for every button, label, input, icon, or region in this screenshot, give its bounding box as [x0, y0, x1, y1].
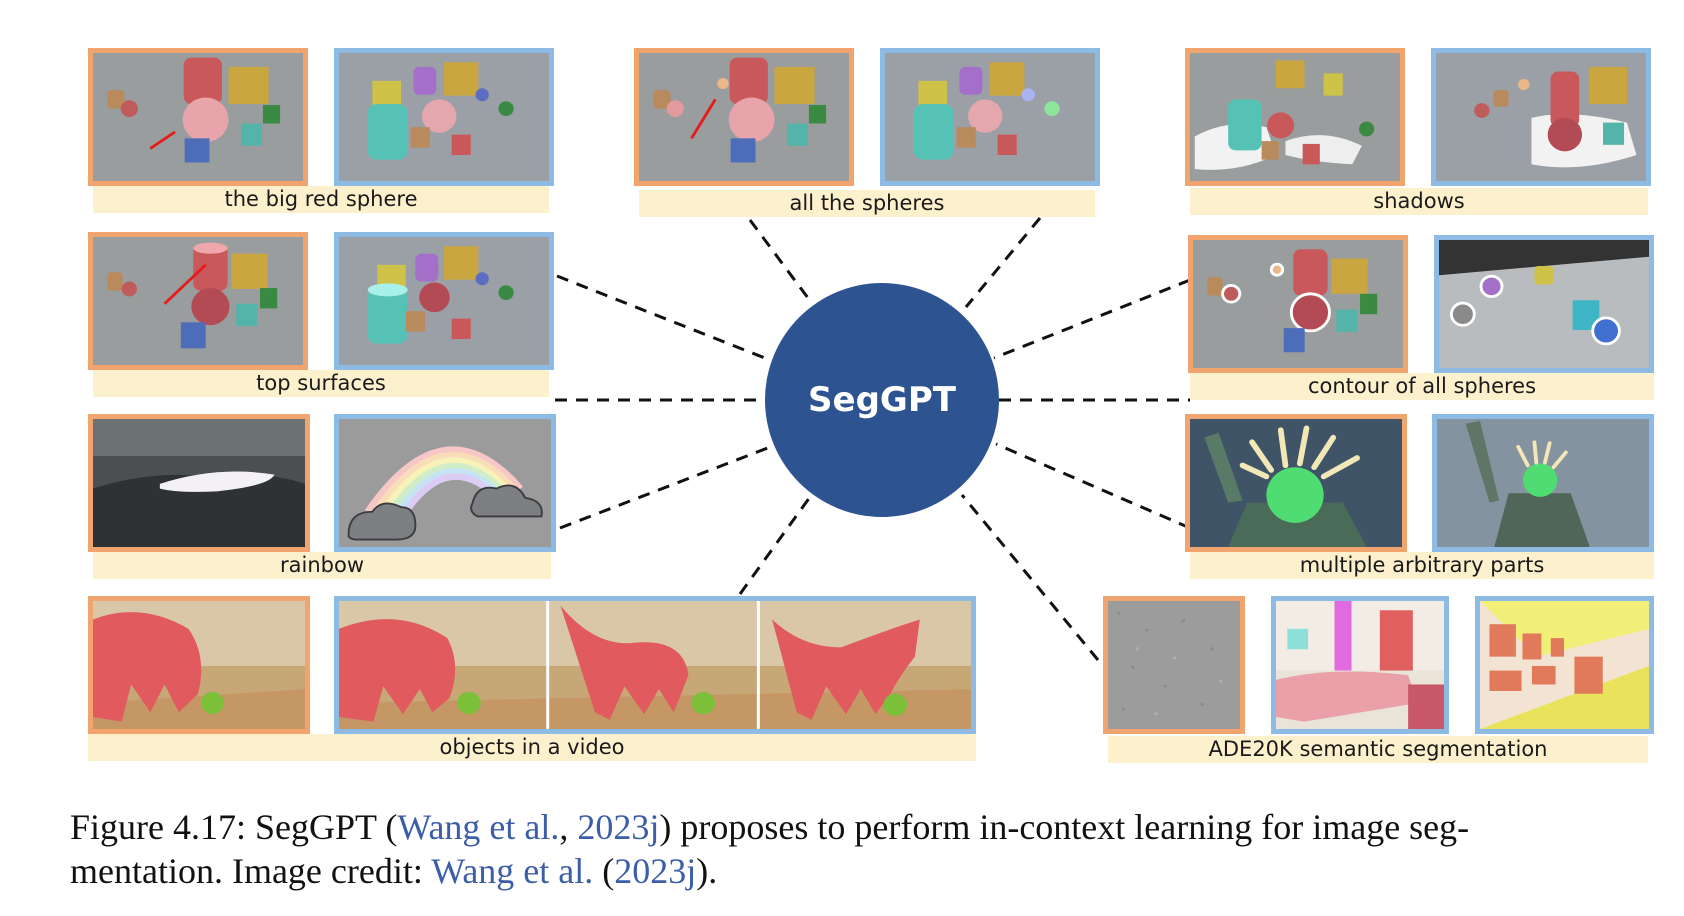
citation-year-link[interactable]: 2023j — [577, 807, 660, 847]
query-image-rainbow — [334, 414, 556, 552]
connector-shadows — [964, 217, 1042, 308]
caption-ade20k: ADE20K semantic segmentation — [1108, 736, 1648, 763]
caption-rainbow: rainbow — [93, 552, 551, 579]
ade20k-image-hallway — [1475, 596, 1654, 734]
connector-lines — [555, 217, 1191, 661]
example-image-contour — [1188, 235, 1408, 373]
example-image-rainbow — [88, 414, 310, 552]
connector-contour — [993, 278, 1191, 360]
query-image-shadows — [1431, 48, 1651, 186]
query-frames-video — [334, 596, 976, 734]
example-image-shadows — [1185, 48, 1405, 186]
caption-end: ). — [696, 851, 718, 891]
example-image-all-spheres — [634, 48, 854, 186]
caption-contour: contour of all spheres — [1190, 373, 1654, 400]
credit-year-link[interactable]: 2023j — [614, 851, 697, 891]
example-frame-video — [88, 596, 310, 734]
credit-author-link[interactable]: Wang et al. — [431, 851, 594, 891]
seggpt-hub: SegGPT — [765, 283, 999, 517]
connector-ade20k — [960, 494, 1100, 661]
query-image-arbitrary-parts — [1432, 414, 1654, 552]
caption-sep: , — [559, 807, 578, 847]
caption-video: objects in a video — [88, 734, 976, 761]
caption-body: ) proposes to perform in-context learnin… — [659, 807, 1470, 847]
caption-arbitrary-parts: multiple arbitrary parts — [1190, 552, 1654, 579]
ade20k-image-bedroom — [1271, 596, 1449, 734]
query-image-red-sphere — [334, 48, 554, 186]
connector-top-surfaces — [556, 274, 776, 364]
connector-rainbow — [559, 442, 779, 530]
connector-all-spheres — [748, 219, 810, 299]
citation-author-link[interactable]: Wang et al. — [397, 807, 560, 847]
noise-prompt-image — [1103, 596, 1245, 734]
example-image-top-surfaces — [88, 232, 308, 370]
caption-lead: Figure 4.17: SegGPT ( — [70, 807, 398, 847]
figure-caption: Figure 4.17: SegGPT (Wang et al., 2023j)… — [70, 805, 1680, 893]
caption-red-sphere: the big red sphere — [93, 186, 549, 213]
query-image-contour — [1434, 235, 1654, 373]
example-image-arbitrary-parts — [1185, 414, 1407, 552]
query-image-top-surfaces — [334, 232, 554, 370]
connector-video — [738, 489, 817, 595]
figure: SegGPT the big red — [88, 48, 1654, 763]
caption-shadows: shadows — [1190, 188, 1648, 215]
connector-parts — [995, 442, 1191, 530]
caption-top-surfaces: top surfaces — [93, 370, 549, 397]
caption-line2: mentation. Image credit: — [70, 851, 432, 891]
caption-all-spheres: all the spheres — [639, 190, 1095, 217]
hub-label: SegGPT — [808, 380, 956, 420]
example-image-red-sphere — [88, 48, 308, 186]
query-image-all-spheres — [880, 48, 1100, 186]
caption-sep2: ( — [593, 851, 615, 891]
